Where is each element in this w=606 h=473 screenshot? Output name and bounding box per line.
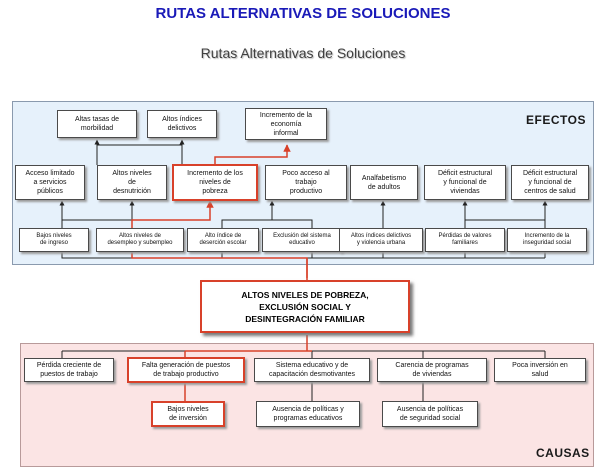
efecto-indices-delictivos: Altos índices delictivos (147, 110, 217, 138)
causa-perdida-trabajo: Pérdida creciente de puestos de trabajo (24, 358, 114, 382)
efecto-deficit-viviendas: Déficit estructural y funcional de vivie… (424, 165, 506, 200)
efecto-valores-familiares: Pérdidas de valores familiares (425, 228, 505, 252)
efecto-desempleo: Altos niveles de desempleo y subempleo (96, 228, 184, 252)
page-title: RUTAS ALTERNATIVAS DE SOLUCIONES (155, 5, 451, 22)
causa-falta-puestos: Falta generación de puestos de trabajo p… (127, 357, 245, 383)
efecto-morbilidad: Altas tasas de morbilidad (57, 110, 137, 138)
efecto-acceso-servicios: Acceso limitado a servicios públicos (15, 165, 85, 200)
causa-sistema-educativo: Sistema educativo y de capacitación desm… (254, 358, 370, 382)
causas-label: CAUSAS (536, 446, 590, 460)
efecto-violencia-urbana: Altos índices delictivos y violencia urb… (339, 228, 423, 252)
efecto-deficit-salud: Déficit estructural y funcional de centr… (511, 165, 589, 200)
efectos-label: EFECTOS (526, 113, 586, 127)
causa-bajos-inversion: Bajos niveles de inversión (151, 401, 225, 427)
efecto-desnutricion: Altos niveles de desnutrición (97, 165, 167, 200)
efecto-desercion-escolar: Alto índice de deserción escolar (187, 228, 259, 252)
efecto-trabajo-productivo: Poco acceso al trabajo productivo (265, 165, 347, 200)
efecto-pobreza: Incremento de los niveles de pobreza (172, 164, 258, 201)
efecto-exclusion-educativa: Exclusión del sistema educativo (262, 228, 342, 252)
efecto-inseguridad-social: Incremento de la inseguridad social (507, 228, 587, 252)
page-subtitle: Rutas Alternativas de Soluciones (200, 45, 406, 61)
efecto-analfabetismo: Analfabetismo de adultos (350, 165, 418, 200)
core-problem: ALTOS NIVELES DE POBREZA, EXCLUSIÓN SOCI… (200, 280, 410, 333)
causa-politicas-seguridad: Ausencia de políticas de seguridad socia… (382, 401, 478, 427)
efecto-economia-informal: Incremento de la economía informal (245, 108, 327, 140)
causa-programas-vivienda: Carencia de programas de viviendas (377, 358, 487, 382)
causa-inversion-salud: Poca inversión en salud (494, 358, 586, 382)
causa-politicas-educativas: Ausencia de políticas y programas educat… (256, 401, 360, 427)
efecto-bajo-ingreso: Bajos niveles de ingreso (19, 228, 89, 252)
